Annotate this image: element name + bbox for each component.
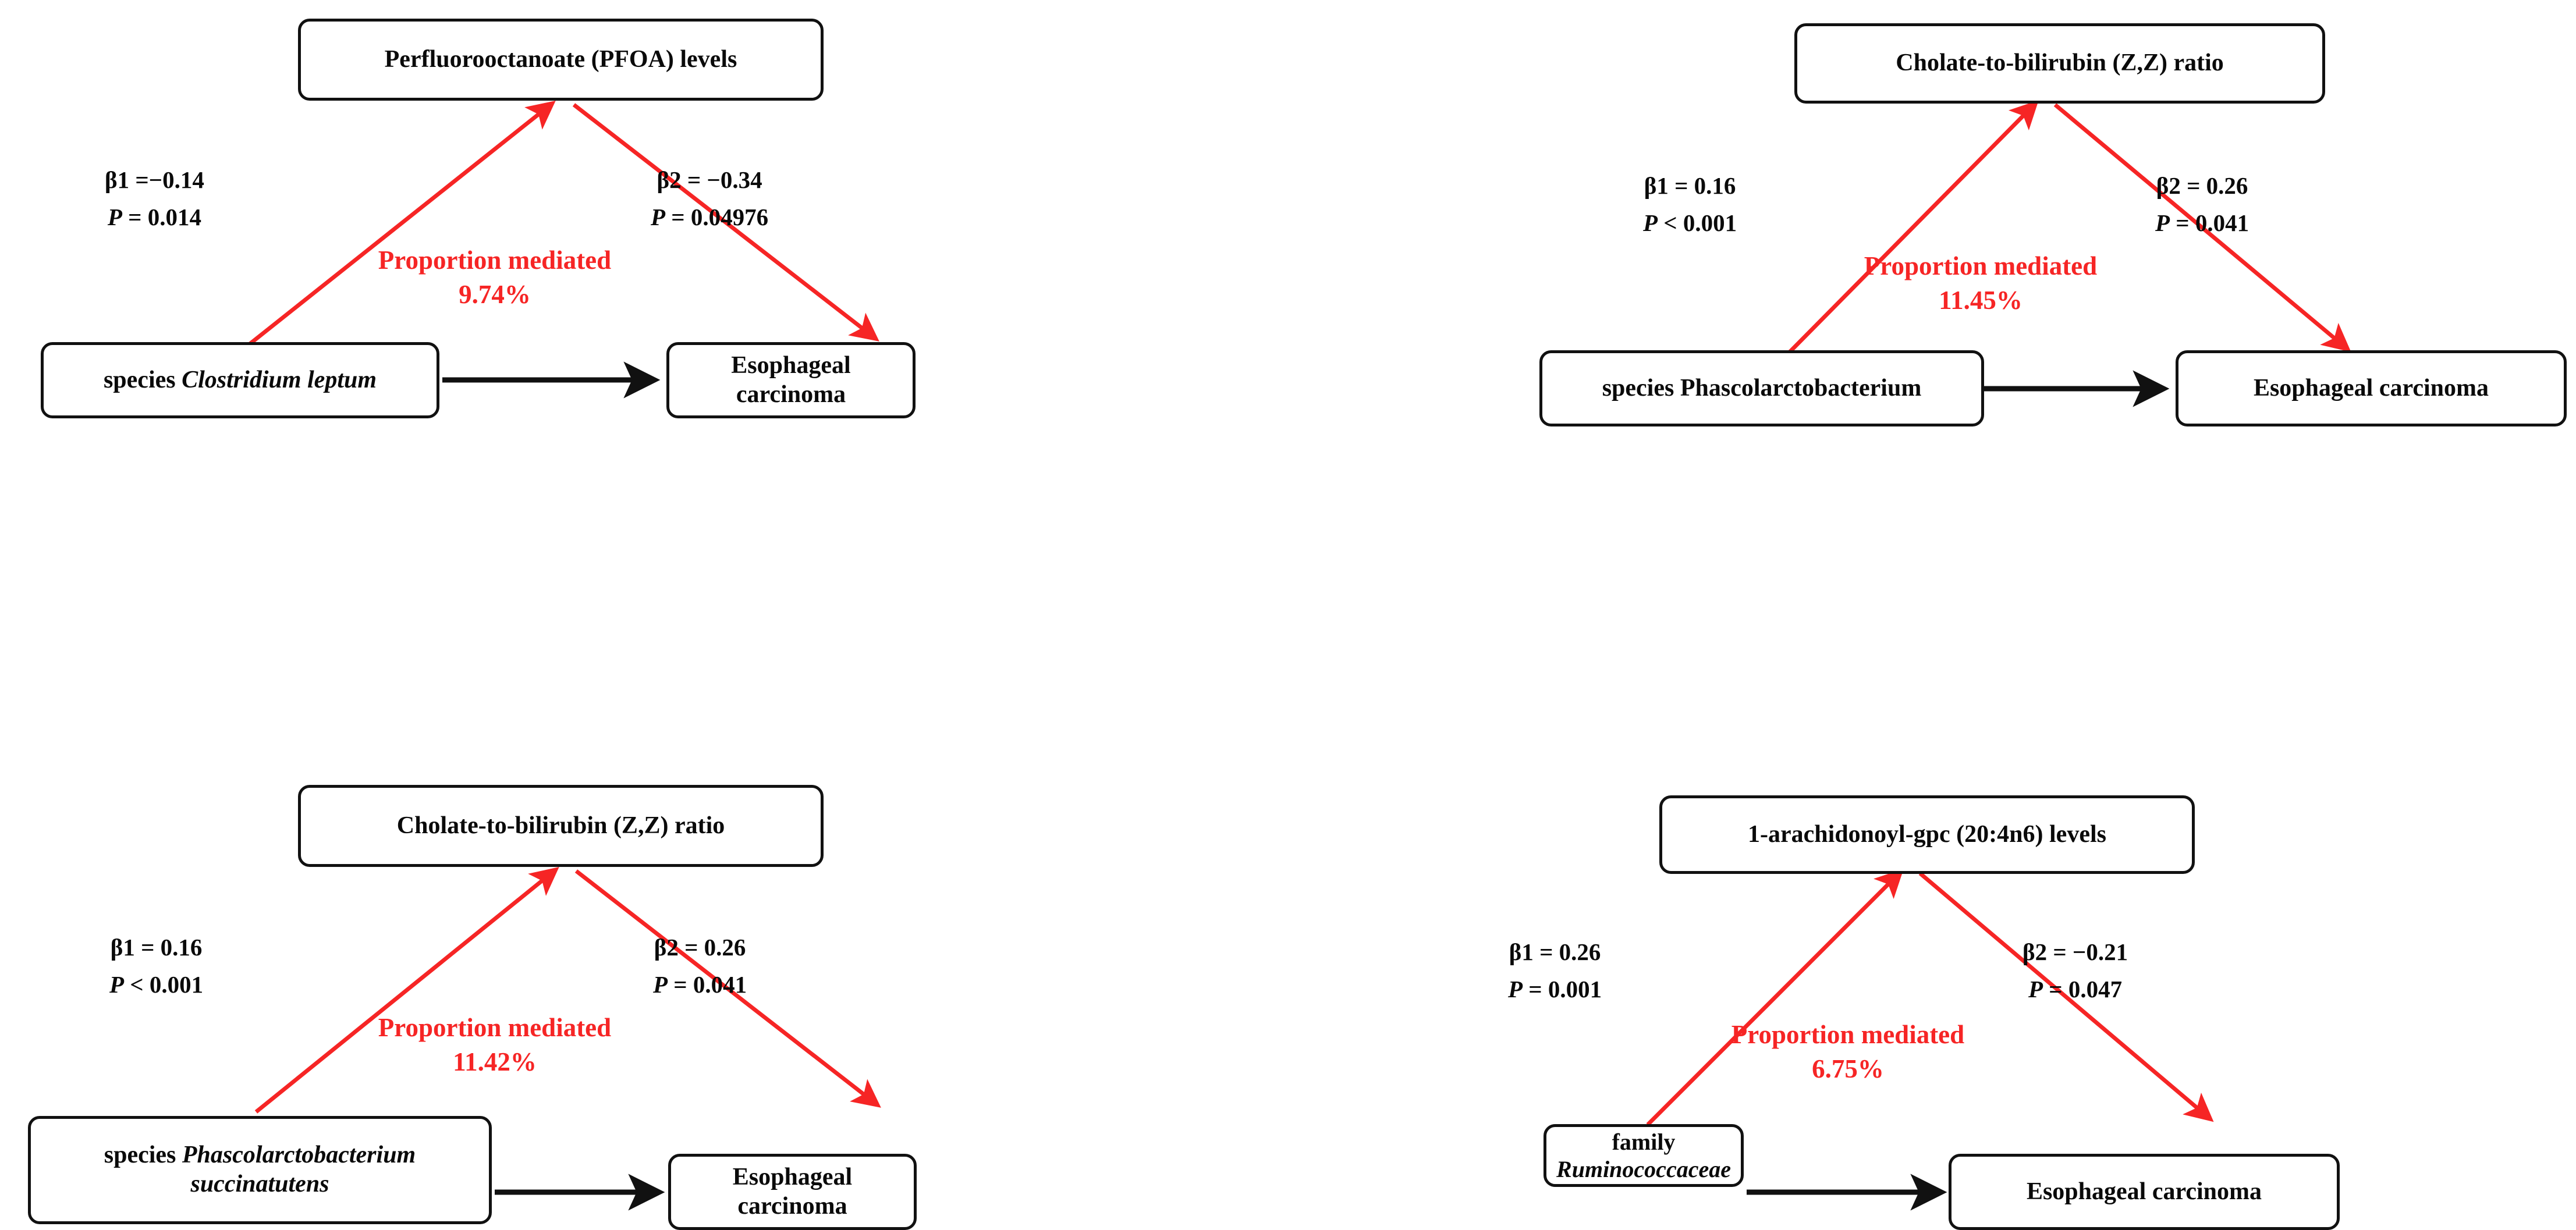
beta1-label-group: β1 = 0.16 P < 0.001	[1643, 168, 1737, 241]
beta2-pvalue: P = 0.047	[2028, 975, 2123, 1003]
beta2-label-group: β2 = 0.26 P = 0.041	[653, 929, 747, 1003]
proportion-mediated-value: 6.75%	[1812, 1054, 1884, 1084]
beta1-value: β1 = 0.26	[1509, 939, 1601, 965]
exposure-node[interactable]: species Phascolarctobacterium succinatut…	[28, 1116, 492, 1224]
beta1-pvalue: P = 0.014	[107, 203, 201, 230]
mediation-panel-top-right: Cholate-to-bilirubin (Z,Z) ratio species…	[1288, 0, 2576, 610]
exposure-node[interactable]: species Clostridium leptum	[41, 342, 439, 418]
edge-mediator-to-outcome	[572, 103, 879, 342]
mediator-label: 1-arachidonoyl-gpc (20:4n6) levels	[1748, 820, 2106, 848]
proportion-mediated-group: Proportion mediated 6.75%	[1702, 1018, 1993, 1087]
edge-exposure-to-mediator	[247, 101, 556, 346]
proportion-mediated-label: Proportion mediated	[1731, 1020, 1965, 1049]
edge-exposure-to-mediator	[1646, 869, 1904, 1126]
proportion-mediated-value: 11.42%	[453, 1047, 537, 1077]
beta1-label-group: β1 = 0.16 P < 0.001	[109, 929, 203, 1003]
exposure-label: family Ruminococcaceae	[1556, 1128, 1731, 1182]
beta1-pvalue: P < 0.001	[109, 971, 204, 998]
exposure-label: species Phascolarctobacterium	[1602, 374, 1922, 401]
proportion-mediated-value: 11.45%	[1939, 286, 2023, 315]
beta2-label-group: β2 = −0.34 P = 0.04976	[651, 162, 768, 236]
proportion-mediated-group: Proportion mediated 9.74%	[349, 243, 640, 312]
mediation-panel-bottom-right: 1-arachidonoyl-gpc (20:4n6) levels famil…	[1288, 610, 2576, 1230]
beta2-pvalue: P = 0.041	[2155, 209, 2249, 236]
mediator-label: Cholate-to-bilirubin (Z,Z) ratio	[1896, 49, 2224, 77]
outcome-node[interactable]: Esophageal carcinoma	[1949, 1154, 2340, 1230]
outcome-label: Esophageal carcinoma	[2026, 1178, 2262, 1205]
beta2-value: β2 = 0.26	[654, 934, 746, 961]
beta1-pvalue: P = 0.001	[1508, 975, 1602, 1003]
beta2-value: β2 = 0.26	[2156, 172, 2248, 199]
beta2-value: β2 = −0.34	[657, 166, 762, 193]
proportion-mediated-label: Proportion mediated	[378, 1013, 612, 1042]
mediator-label: Cholate-to-bilirubin (Z,Z) ratio	[396, 812, 725, 839]
proportion-mediated-label: Proportion mediated	[378, 246, 612, 275]
panel-edges-top-right	[1784, 100, 2351, 407]
mediation-panel-bottom-left: Cholate-to-bilirubin (Z,Z) ratio species…	[0, 610, 1288, 1230]
proportion-mediated-group: Proportion mediated 11.42%	[349, 1011, 640, 1080]
outcome-label: Esophageal carcinoma	[731, 351, 851, 408]
beta1-label-group: β1 =−0.14 P = 0.014	[105, 162, 204, 236]
beta1-value: β1 = 0.16	[110, 934, 203, 961]
edge-mediator-to-outcome	[1918, 872, 2214, 1122]
beta2-value: β2 = −0.21	[2023, 939, 2128, 965]
edge-mediator-to-outcome	[574, 869, 881, 1108]
exposure-node[interactable]: family Ruminococcaceae	[1544, 1124, 1744, 1187]
proportion-mediated-group: Proportion mediated 11.45%	[1835, 249, 2126, 318]
outcome-label: Esophageal carcinoma	[2253, 374, 2489, 401]
outcome-node[interactable]: Esophageal carcinoma	[666, 342, 916, 418]
beta2-label-group: β2 = −0.21 P = 0.047	[2023, 934, 2128, 1008]
beta2-pvalue: P = 0.041	[653, 971, 747, 998]
beta2-label-group: β2 = 0.26 P = 0.041	[2155, 168, 2249, 241]
panel-edges-bottom-left	[254, 866, 881, 1211]
beta1-label-group: β1 = 0.26 P = 0.001	[1508, 934, 1602, 1008]
mediation-panel-top-left: Perfluorooctanoate (PFOA) levels species…	[0, 0, 1288, 610]
edge-mediator-to-outcome	[2053, 103, 2351, 353]
outcome-node[interactable]: Esophageal carcinoma	[668, 1154, 917, 1230]
panel-edges-bottom-right	[1646, 869, 2214, 1211]
mediator-node[interactable]: 1-arachidonoyl-gpc (20:4n6) levels	[1659, 795, 2195, 874]
exposure-node[interactable]: species Phascolarctobacterium	[1539, 350, 1984, 426]
mediator-label: Perfluorooctanoate (PFOA) levels	[384, 45, 737, 73]
beta1-pvalue: P < 0.001	[1643, 209, 1737, 236]
beta2-pvalue: P = 0.04976	[651, 203, 769, 230]
proportion-mediated-value: 9.74%	[459, 280, 531, 310]
beta1-value: β1 = 0.16	[1644, 172, 1736, 199]
exposure-label-line2: succinatutens	[190, 1171, 329, 1197]
outcome-label: Esophageal carcinoma	[732, 1163, 853, 1220]
exposure-label-line1: species Phascolarctobacterium	[104, 1142, 416, 1169]
exposure-label: species Clostridium leptum	[103, 366, 377, 393]
mediator-node[interactable]: Cholate-to-bilirubin (Z,Z) ratio	[1794, 23, 2325, 104]
beta1-value: β1 =−0.14	[105, 166, 204, 193]
panel-edges-top-left	[247, 101, 879, 399]
edge-exposure-to-mediator	[254, 866, 559, 1114]
mediator-node[interactable]: Perfluorooctanoate (PFOA) levels	[298, 19, 824, 101]
edge-exposure-to-mediator	[1784, 100, 2039, 358]
proportion-mediated-label: Proportion mediated	[1864, 251, 2098, 280]
mediator-node[interactable]: Cholate-to-bilirubin (Z,Z) ratio	[298, 785, 824, 867]
outcome-node[interactable]: Esophageal carcinoma	[2176, 350, 2567, 426]
